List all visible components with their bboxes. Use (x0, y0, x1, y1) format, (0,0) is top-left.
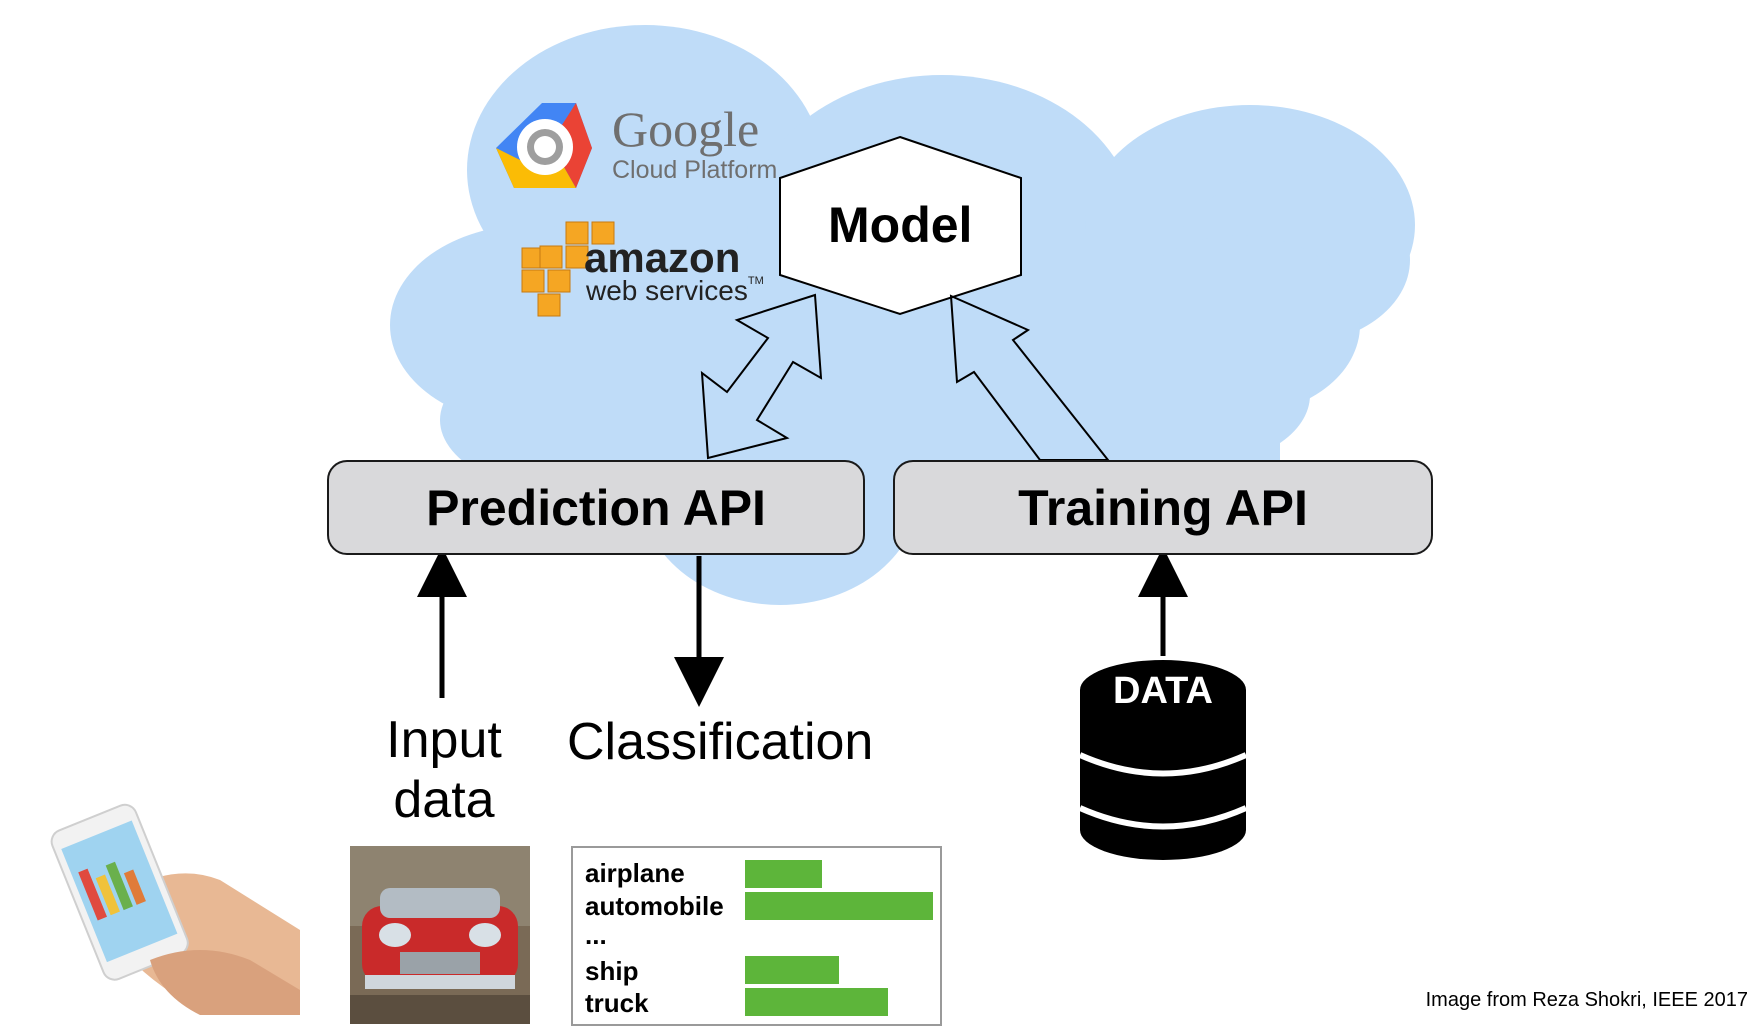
google-wordmark: Google (612, 101, 760, 157)
training-api-box: Training API (893, 460, 1433, 555)
classification-panel: airplane automobile ... ship truck (571, 846, 942, 1026)
input-data-label: Input data (384, 710, 504, 830)
model-hexagon (779, 135, 1022, 316)
input-label-line1: Input (386, 711, 502, 769)
web-services-text: web services (586, 275, 748, 306)
database-icon (1078, 660, 1248, 860)
cloud-platform-wordmark: Cloud Platform (612, 156, 778, 184)
prediction-model-double-arrow (700, 293, 823, 460)
google-cloud-logo-icon (496, 103, 592, 188)
class-score-bar-ship (745, 956, 839, 984)
trademark-mark: TM (747, 275, 764, 287)
aws-cubes-icon (521, 221, 615, 317)
class-label-automobile: automobile (585, 891, 724, 921)
class-score-bar-automobile (745, 892, 933, 920)
class-label-airplane: airplane (585, 858, 685, 888)
image-credit: Image from Reza Shokri, IEEE 2017 (1425, 989, 1748, 1011)
class-label-ellipsis: ... (585, 920, 607, 950)
class-score-bar-airplane (745, 860, 822, 888)
prediction-api-box: Prediction API (327, 460, 865, 555)
class-score-bar-truck (745, 988, 888, 1016)
web-services-wordmark: web servicesTM (586, 275, 764, 307)
input-label-line2: data (393, 771, 495, 829)
classification-label: Classification (567, 713, 874, 771)
data-label: DATA (1113, 670, 1213, 712)
training-api-label: Training API (1018, 479, 1308, 536)
amazon-wordmark: amazon (584, 234, 741, 281)
phone-in-hand-image (50, 803, 300, 1015)
prediction-api-label: Prediction API (426, 479, 766, 536)
class-label-ship: ship (585, 956, 639, 986)
car-photo-image (350, 846, 530, 1024)
model-label: Model (828, 197, 973, 253)
class-label-truck: truck (585, 988, 649, 1018)
